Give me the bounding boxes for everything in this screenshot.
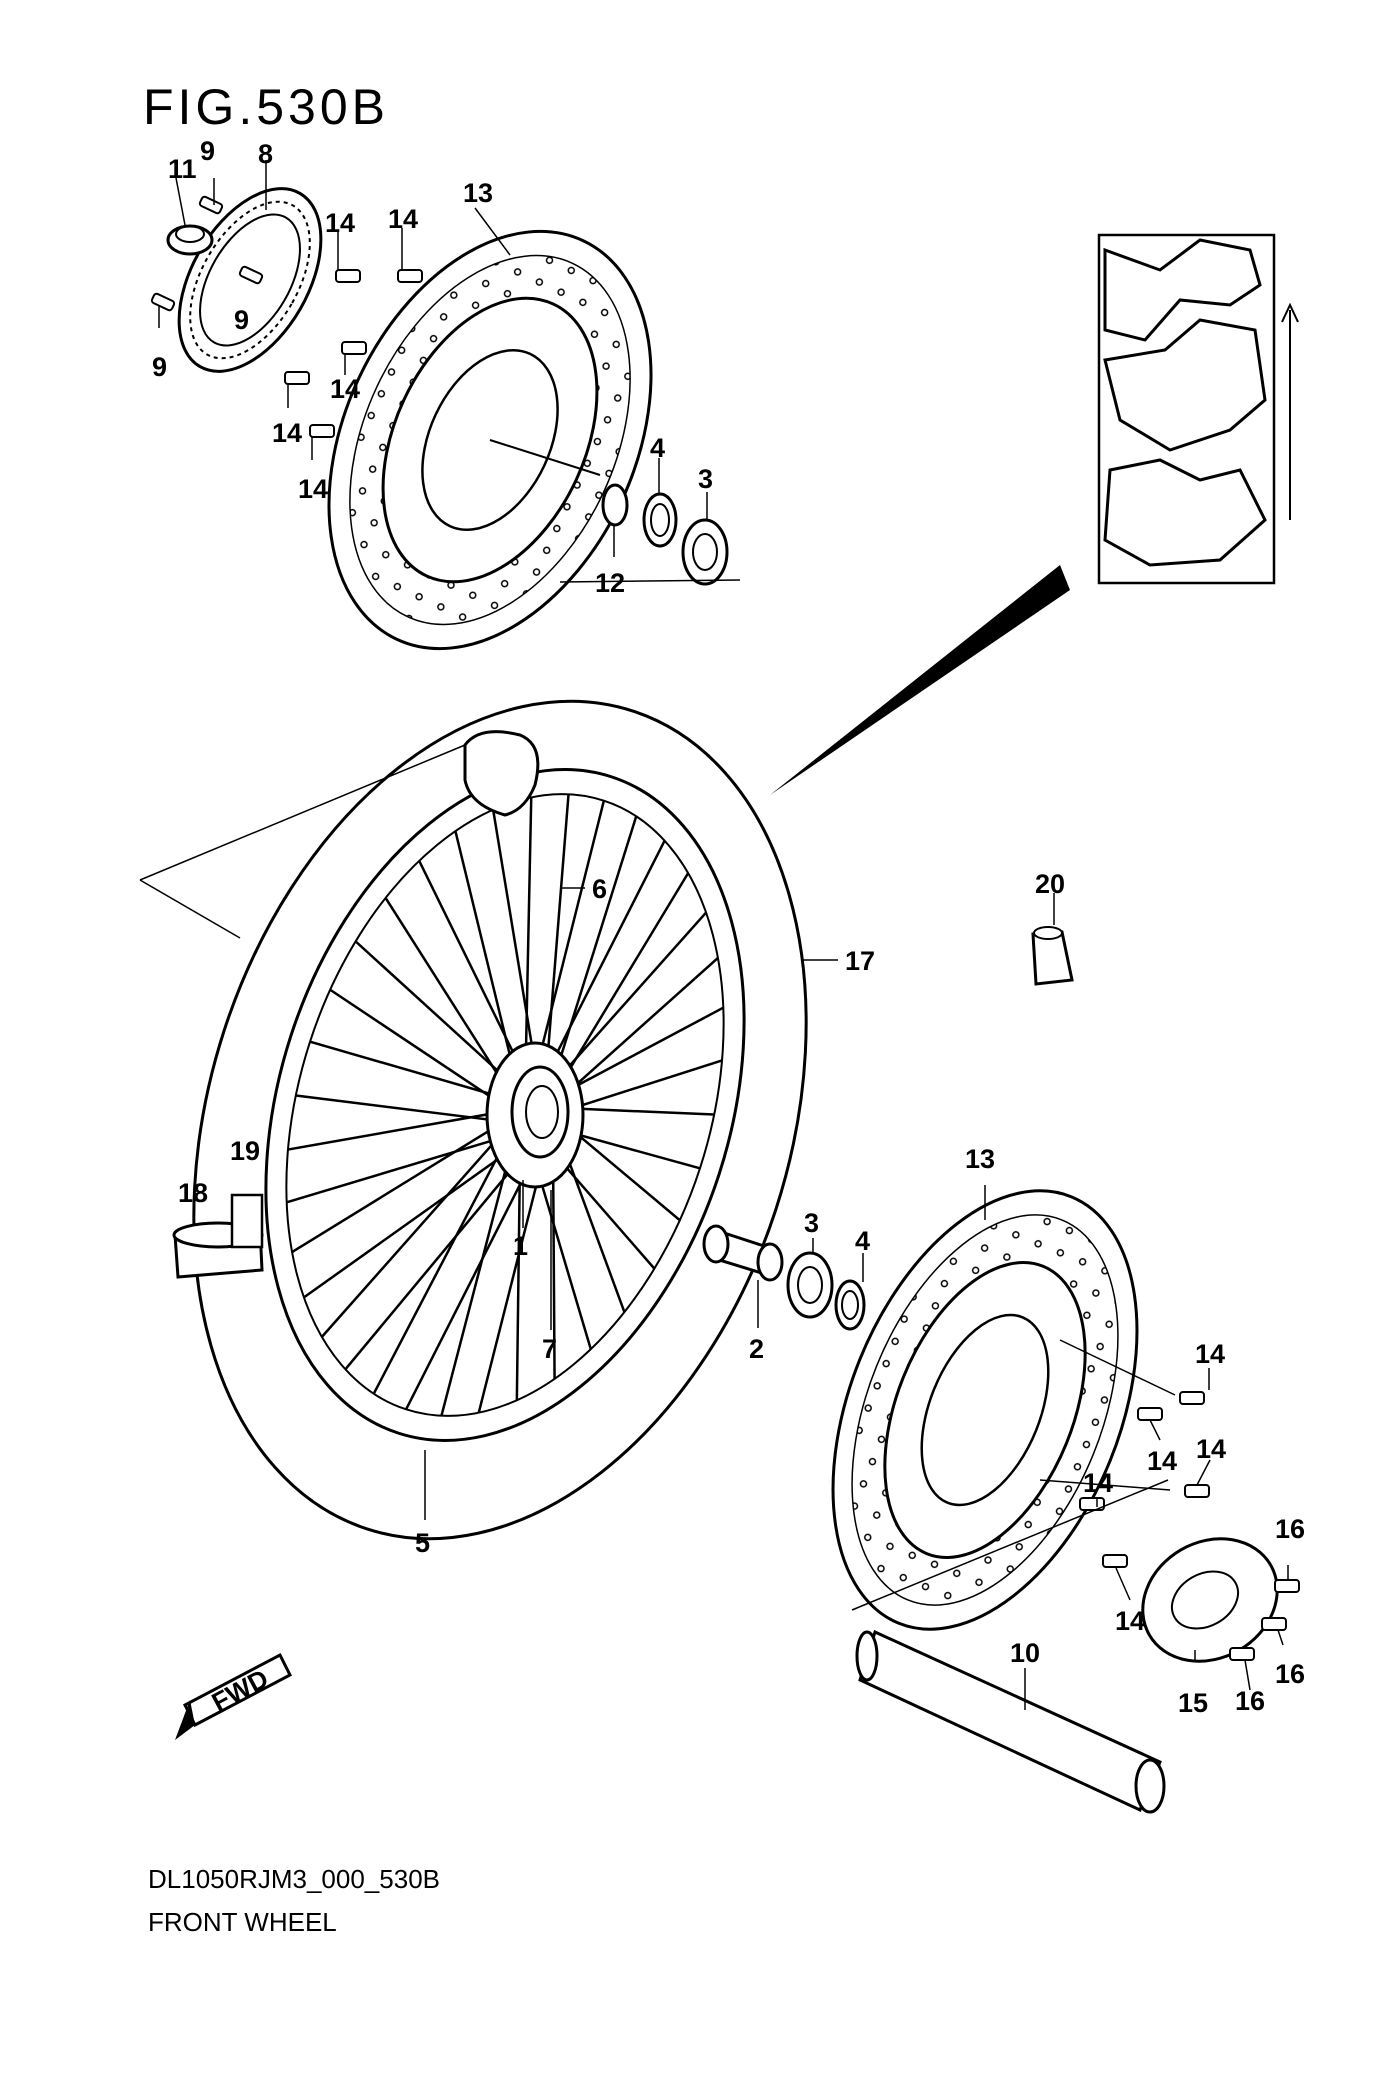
balancer-weight-19	[230, 1193, 264, 1249]
spoke	[558, 1006, 724, 1097]
disc-bolt-14-b	[397, 269, 423, 283]
disc-bolt-14-e	[309, 424, 335, 438]
callout: 6	[592, 874, 607, 904]
spoke	[286, 1133, 512, 1204]
spoke	[384, 897, 512, 1096]
upper-disc-group	[150, 187, 741, 651]
front-wheel-assembly	[139, 699, 808, 1541]
callout: 16	[1235, 1686, 1265, 1716]
spoke	[551, 1145, 556, 1379]
spoke	[524, 797, 533, 1078]
tire-valve-tab	[463, 730, 540, 817]
hub-1	[485, 1041, 585, 1189]
spoke	[561, 1120, 681, 1222]
callout: 16	[1275, 1659, 1305, 1689]
disc-bolt-14-a	[335, 269, 361, 283]
callout: 14	[388, 204, 418, 234]
callout: 13	[965, 1144, 995, 1174]
callout: 7	[542, 1334, 557, 1364]
callout: 3	[698, 464, 713, 494]
figure-title: FIG.530B	[143, 79, 389, 135]
diagram-name: FRONT WHEEL	[148, 1907, 337, 1937]
callout: 1	[513, 1231, 528, 1261]
spoke	[404, 1154, 537, 1410]
brake-disc-13-lower	[831, 1189, 1176, 1631]
callout: 10	[1010, 1638, 1040, 1668]
callout: 14	[1115, 1606, 1145, 1636]
callout: 14	[330, 374, 360, 404]
disc-bolt-14-c	[341, 341, 367, 355]
bolt-9-a	[198, 195, 224, 215]
fwd-label: FWD	[207, 1663, 273, 1717]
plate-15	[1141, 1537, 1279, 1663]
inset-pointer	[770, 565, 1070, 795]
nut-11	[166, 224, 214, 256]
bearing-3-upper	[681, 518, 729, 586]
spoke	[552, 911, 708, 1086]
spoke	[533, 800, 606, 1076]
fwd-direction-badge: FWD	[175, 1652, 292, 1740]
callout: 14	[298, 474, 328, 504]
screw-16-c	[1229, 1647, 1255, 1661]
callout: 4	[650, 433, 665, 463]
callout: 14	[325, 208, 355, 238]
callout: 14	[272, 418, 302, 448]
callout: 14	[1083, 1468, 1113, 1498]
callout: 2	[749, 1334, 764, 1364]
callout: 14	[1195, 1339, 1225, 1369]
callout: 11	[168, 154, 197, 184]
spoke	[562, 1106, 715, 1116]
callout: 9	[200, 136, 215, 166]
leader-lines	[158, 160, 1289, 1710]
callout: 13	[463, 178, 493, 208]
disc-bolt-14-g	[1137, 1407, 1163, 1421]
screw-16-a	[1274, 1579, 1300, 1593]
callout: 17	[845, 946, 875, 976]
screw-16-b	[1261, 1617, 1287, 1631]
axle-10	[851, 1479, 1169, 1814]
callout: 8	[258, 139, 273, 169]
callout: 4	[855, 1226, 870, 1256]
diagram-code: DL1050RJM3_000_530B	[148, 1864, 440, 1894]
spoke	[344, 1151, 527, 1371]
callout: 14	[1196, 1434, 1226, 1464]
callout: 18	[178, 1178, 208, 1208]
callout: 14	[1147, 1446, 1177, 1476]
spoke	[477, 1152, 546, 1413]
callout: 9	[234, 305, 249, 335]
spoke	[303, 1144, 518, 1299]
callout: 15	[1178, 1688, 1208, 1718]
disc-bolt-14-j	[1102, 1554, 1128, 1568]
callout: 16	[1275, 1514, 1305, 1544]
valve-cap-20	[1031, 926, 1074, 986]
bearing-3-lower	[786, 1251, 834, 1319]
spoke	[543, 840, 666, 1078]
brake-disc-13-upper	[327, 229, 653, 651]
rim-5	[264, 768, 746, 1442]
disc-bolt-14-f	[1179, 1391, 1205, 1405]
callout: 12	[595, 568, 625, 598]
spacer-12	[601, 483, 629, 527]
bolt-9-c	[150, 292, 176, 312]
tread-pattern-inset	[1097, 233, 1299, 585]
oil-seal-4-lower	[834, 1279, 866, 1331]
callout: 19	[230, 1136, 260, 1166]
spoke	[295, 1094, 508, 1124]
callouts: 9 8 11 9 9 14 14 13 14 14 14 4 3 12 6 17…	[152, 136, 1305, 1718]
callout: 3	[804, 1208, 819, 1238]
disc-bolt-14-h	[1184, 1484, 1210, 1498]
callout: 9	[152, 352, 167, 382]
spacer-2	[702, 1224, 784, 1282]
spoke	[329, 988, 509, 1110]
disc-bolt-14-d	[284, 371, 310, 385]
callout: 20	[1035, 869, 1065, 899]
callout: 5	[415, 1528, 430, 1558]
bolt-9-b	[238, 265, 264, 285]
spoke	[454, 830, 519, 1085]
disc-bolt-14-i	[1079, 1497, 1105, 1511]
oil-seal-4-upper	[642, 492, 678, 548]
